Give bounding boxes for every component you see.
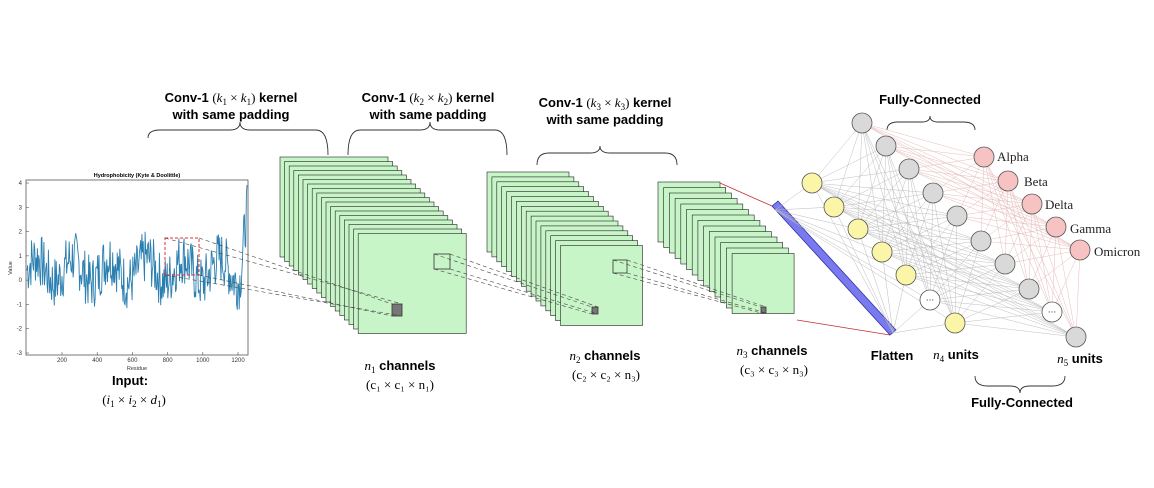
kernel-window-1 (433, 253, 451, 270)
fc-connections (774, 122, 1081, 338)
ellipsis-node (1041, 301, 1063, 323)
fc-nodes: ··· ··· (801, 112, 1091, 348)
plot-y-tick-label: 2 (19, 230, 23, 236)
class-label-alpha: Alpha (997, 149, 1029, 164)
channels-2-label: n2 channels (570, 348, 641, 365)
feature-map (731, 253, 795, 314)
hidden-unit-node (922, 182, 944, 204)
input-dims: (i1 × i2 × d1) (102, 392, 166, 409)
plot-x-ticks: 200 400 600 800 1000 1200 (57, 352, 245, 364)
kernel-output-3 (760, 306, 767, 314)
plot-title: Hydrophobicity (Kyte & Doolittle) (94, 173, 181, 179)
feature-map-stack-2 (486, 171, 643, 326)
fc-top-label: Fully-Connected (879, 92, 981, 107)
feature-map (560, 245, 643, 326)
plot-x-tick-label: 1200 (231, 358, 245, 364)
output-class-node (1069, 239, 1091, 261)
output-class-node (1045, 216, 1067, 238)
plot-y-label: Value (8, 261, 14, 275)
fc-bottom-label: Fully-Connected (971, 395, 1073, 410)
hidden-unit-node (898, 158, 920, 180)
plot-y-tick-label: 4 (19, 181, 23, 187)
feature-map-stack-3 (657, 181, 795, 314)
plot-signal-line (26, 184, 248, 310)
hidden-unit-node (871, 241, 893, 263)
hidden-unit-node (895, 264, 917, 286)
hidden-unit-node (944, 312, 966, 334)
plot-y-tick-label: -1 (17, 302, 23, 308)
hidden-unit-node (1018, 278, 1040, 300)
ellipsis-dots: ··· (926, 296, 935, 306)
hidden-unit-node (823, 196, 845, 218)
channels-2-dims: (c₂ × c₂ × n₃) (572, 367, 640, 382)
hidden-unit-node (970, 230, 992, 252)
conv3-label-line2: with same padding (545, 112, 663, 127)
hidden-unit-node (946, 205, 968, 227)
channels-3-dims: (c₃ × c₃ × n₃) (740, 362, 808, 377)
braces (147, 115, 1066, 394)
hidden-unit-node (851, 112, 873, 134)
kernel-output-2 (591, 306, 599, 315)
class-labels: Alpha Beta Delta Gamma Omicron (997, 149, 1141, 259)
brace-fc-top (886, 115, 976, 131)
output-class-node (973, 146, 995, 168)
brace-conv3 (536, 145, 678, 166)
conv1-label-line2: with same padding (171, 107, 289, 122)
brace-conv2 (347, 121, 508, 156)
class-label-beta: Beta (1024, 174, 1048, 189)
plot-x-tick-label: 600 (127, 358, 138, 364)
flatten-label: Flatten (871, 348, 914, 363)
input-plot: Hydrophobicity (Kyte & Doolittle) 4 3 2 1 0 -… (8, 173, 249, 372)
kernel-projections (164, 237, 767, 317)
input-title: Input: (112, 373, 148, 388)
plot-y-tick-label: 1 (19, 254, 23, 260)
hidden-unit-node (875, 135, 897, 157)
feature-map-stack-1 (279, 156, 467, 334)
brace-conv1 (147, 121, 329, 156)
feature-map (357, 233, 467, 334)
ellipsis-node (919, 289, 941, 311)
plot-y-tick-label: 0 (19, 278, 23, 284)
hidden-unit-node (801, 172, 823, 194)
channels-1-label: n1 channels (365, 358, 436, 375)
receptive-field-highlight (164, 237, 200, 276)
hidden-unit-node (847, 218, 869, 240)
channels-3-label: n3 channels (737, 343, 808, 360)
plot-x-tick-label: 200 (57, 358, 68, 364)
plot-y-ticks: 4 3 2 1 0 -1 -2 -3 (17, 181, 29, 357)
kernel-output-1 (391, 303, 403, 317)
flatten-layer (719, 182, 897, 336)
output-class-node (1021, 193, 1043, 215)
n4-units-label: n4 units (933, 347, 979, 364)
brace-fc-bottom (974, 375, 1066, 394)
kernel-window-2 (612, 259, 628, 274)
n5-units-label: n5 units (1057, 351, 1103, 368)
hidden-unit-node (994, 253, 1016, 275)
plot-x-label: Residue (127, 366, 147, 372)
class-label-omicron: Omicron (1094, 244, 1141, 259)
conv2-label-line1: Conv-1 (k2 × k2) kernel (362, 90, 495, 107)
conv3-label-line1: Conv-1 (k3 × k3) kernel (539, 95, 672, 112)
channels-1-dims: (c₁ × c₁ × n₁) (366, 377, 434, 392)
output-class-node (997, 170, 1019, 192)
plot-x-tick-label: 800 (163, 358, 174, 364)
conv2-label-line2: with same padding (368, 107, 486, 122)
ellipsis-dots: ··· (1048, 308, 1057, 318)
plot-x-tick-label: 1000 (196, 358, 210, 364)
plot-x-tick-label: 400 (92, 358, 103, 364)
class-label-gamma: Gamma (1070, 221, 1111, 236)
conv1-label-line1: Conv-1 (k1 × k1) kernel (165, 90, 298, 107)
plot-y-tick-label: 3 (19, 205, 23, 211)
class-label-delta: Delta (1045, 197, 1073, 212)
plot-y-tick-label: -3 (17, 351, 23, 357)
hidden-unit-node (1065, 326, 1087, 348)
plot-y-tick-label: -2 (17, 327, 23, 333)
